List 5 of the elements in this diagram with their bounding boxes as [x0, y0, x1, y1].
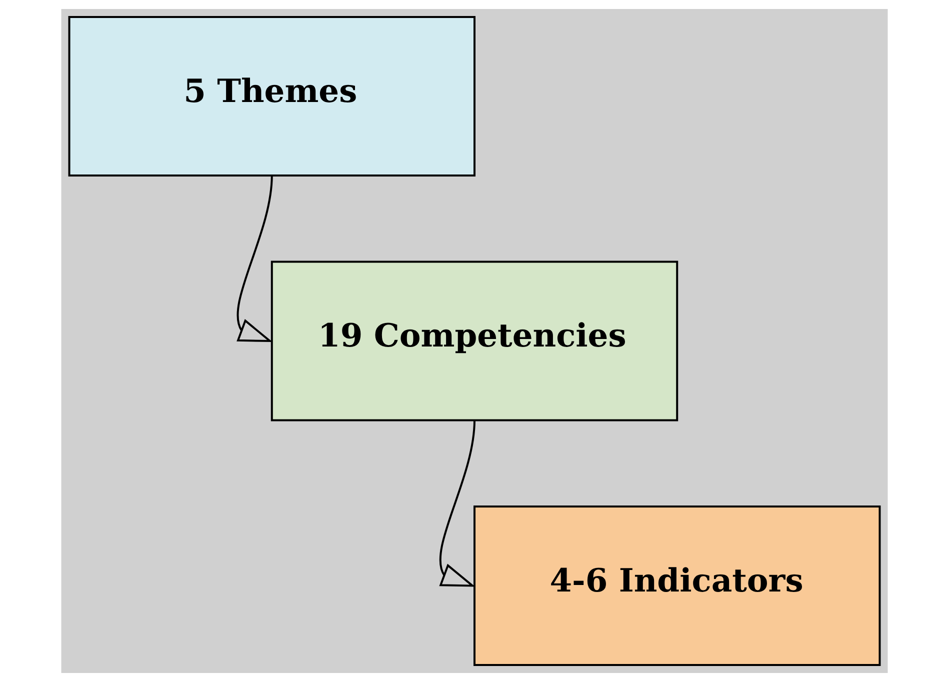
node-box: 4-6 Indicators [473, 505, 880, 666]
node-box: 5 Themes [68, 16, 475, 176]
arrow [438, 420, 475, 586]
arrow [236, 174, 272, 342]
node-box: 19 Competencies [270, 260, 678, 421]
